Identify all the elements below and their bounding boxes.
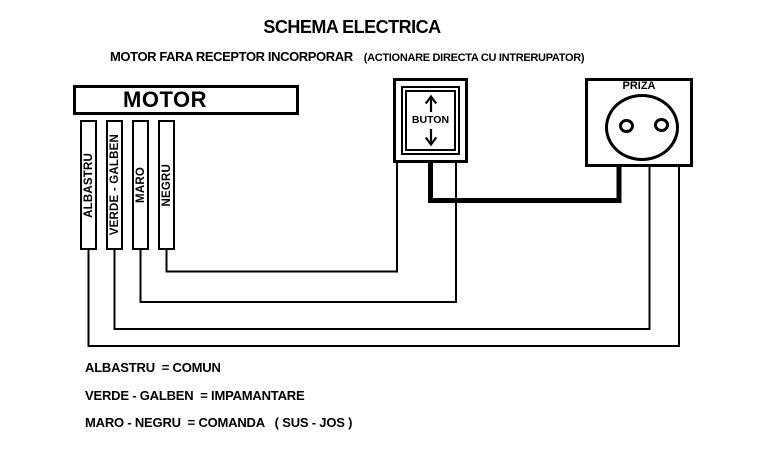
socket-label: PRIZA	[622, 80, 656, 92]
wire-label-albastru-text: ALBASTRU	[82, 152, 95, 218]
legend-line-albastru: ALBASTRU = COMUN	[85, 360, 221, 375]
page-title: SCHEMA ELECTRICA	[263, 17, 441, 37]
wire-albastru	[87, 167, 680, 347]
wire-label-albastru: ALBASTRU	[80, 120, 97, 250]
button-box-inner-frame: BUTON	[405, 90, 456, 151]
button-label: BUTON	[411, 114, 450, 127]
socket-hole-right	[654, 118, 669, 132]
wire-negru	[165, 163, 398, 273]
legend-line-maro-negru: MARO - NEGRU = COMANDA ( SUS - JOS )	[85, 415, 353, 430]
legend-line-verde-galben: VERDE - GALBEN = IMPAMANTARE	[85, 387, 305, 403]
socket-face-circle	[605, 94, 679, 161]
legend: ALBASTRU = COMUN VERDE - GALBEN = IMPAMA…	[85, 354, 352, 437]
wire-label-verde-galben-text: VERDE - GALBEN	[108, 134, 121, 236]
wire-verde-galben	[113, 167, 651, 330]
button-box-middle-frame: BUTON	[401, 86, 460, 155]
button-box: BUTON	[393, 78, 468, 163]
socket-hole-left	[619, 119, 634, 133]
subtitle-note: (ACTIONARE DIRECTA CU INTRERUPATOR)	[363, 52, 585, 64]
down-arrow-icon	[424, 129, 437, 146]
subtitle-main: MOTOR FARA RECEPTOR INCORPORAR	[110, 49, 353, 64]
wire-label-verde-galben: VERDE - GALBEN	[106, 120, 123, 250]
wire-maro	[139, 163, 457, 303]
wire-label-negru-text: NEGRU	[160, 163, 173, 207]
wire-label-maro-text: MARO	[134, 167, 147, 203]
motor-box: MOTOR	[73, 85, 299, 115]
wire-label-maro: MARO	[132, 120, 149, 250]
subtitle: MOTOR FARA RECEPTOR INCORPORAR (ACTIONAR…	[110, 49, 585, 64]
wire-label-negru: NEGRU	[158, 120, 175, 250]
socket-box: PRIZA	[585, 78, 693, 167]
motor-label: MOTOR	[123, 87, 207, 112]
wire-comanda-thick	[428, 163, 622, 203]
up-arrow-icon	[424, 95, 437, 112]
